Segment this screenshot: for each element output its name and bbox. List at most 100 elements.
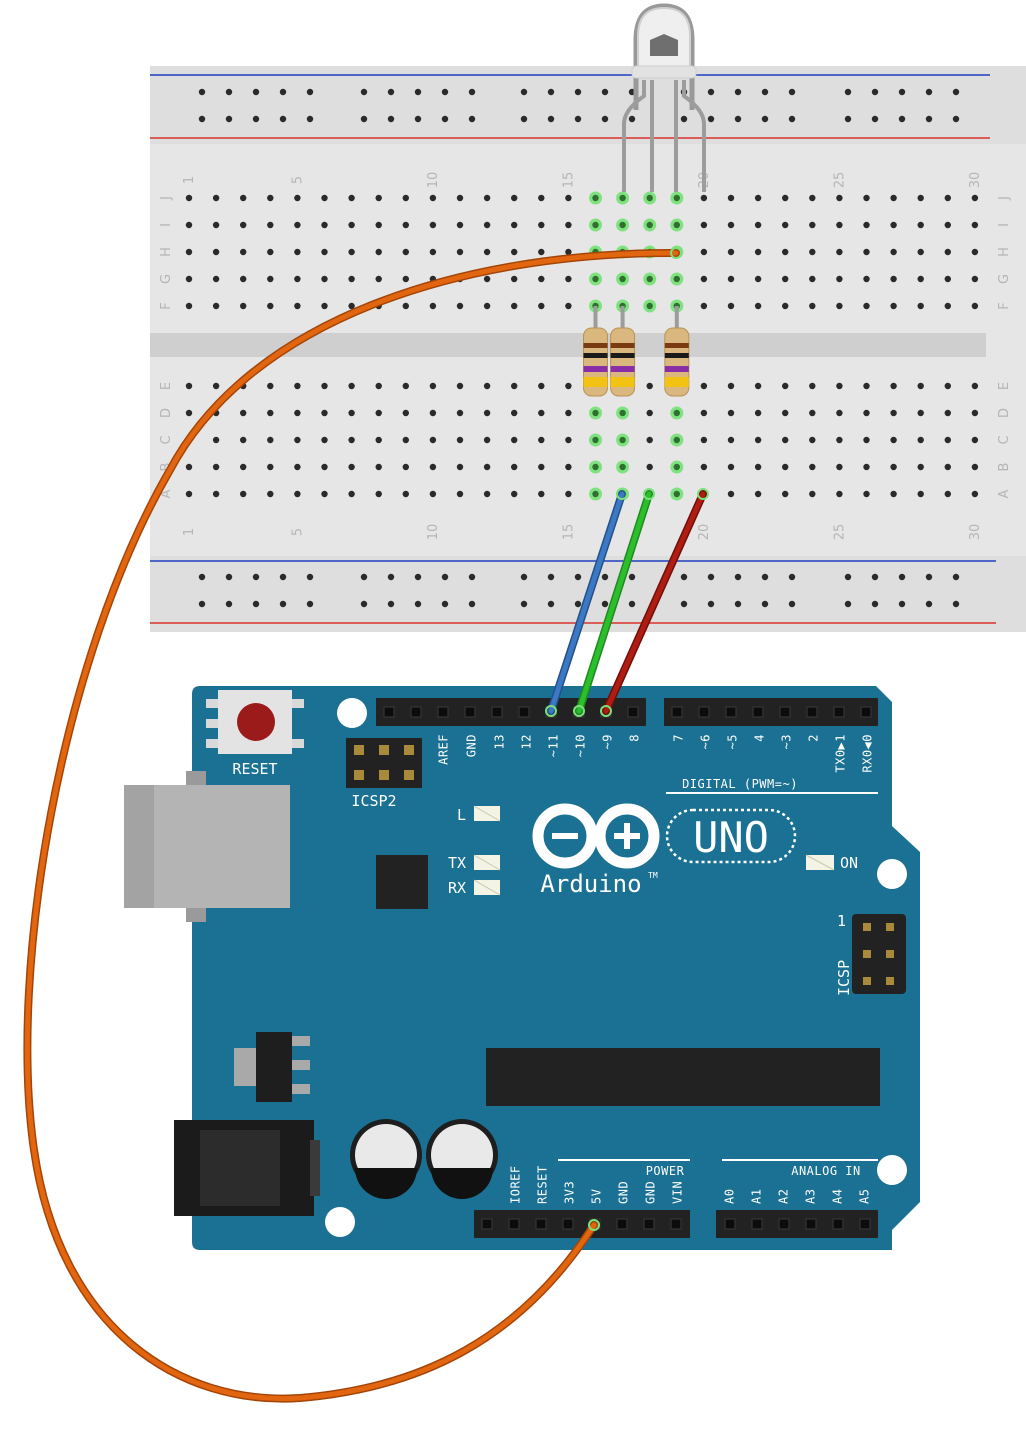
breadboard-hole: [267, 194, 274, 202]
rail-hole: [788, 115, 796, 123]
breadboard-hole: [565, 436, 572, 444]
breadboard-hole: [944, 463, 951, 471]
arduino-infinity-logo: [532, 803, 660, 869]
row-letter-left: G: [159, 274, 174, 284]
breadboard-hole: [700, 302, 708, 310]
breadboard-hole: [456, 409, 464, 417]
breadboard-hole: [890, 409, 897, 417]
power-pin-label: 3V3: [563, 1181, 577, 1204]
voltage-regulator: [234, 1032, 310, 1102]
breadboard-hole: [483, 490, 491, 498]
icsp-label: ICSP: [835, 960, 853, 996]
reset-label: RESET: [232, 760, 277, 778]
breadboard-hole: [619, 436, 626, 444]
rail-hole: [387, 600, 395, 608]
rail-hole: [198, 115, 206, 123]
breadboard-hole: [917, 221, 924, 229]
breadboard-hole: [782, 490, 789, 498]
breadboard-hole: [212, 382, 220, 390]
capacitor: [426, 1119, 498, 1199]
breadboard-hole: [592, 490, 599, 498]
wire-blue[interactable]: [547, 490, 626, 715]
digital-pin-label: ~5: [726, 734, 740, 749]
icsp2-pin: [354, 745, 364, 755]
breadboard-holes: [185, 88, 979, 608]
breadboard-hole: [863, 275, 870, 283]
capacitor: [350, 1119, 422, 1199]
rail-hole: [468, 115, 476, 123]
rail-hole: [414, 115, 422, 123]
icsp-pin: [886, 950, 894, 958]
breadboard-hole: [212, 302, 220, 310]
breadboard-hole: [429, 194, 437, 202]
header-pin: [535, 1218, 547, 1230]
rail-hole: [871, 88, 879, 96]
breadboard-hole: [538, 275, 545, 283]
usb-chip: [376, 855, 428, 909]
breadboard-hole: [646, 409, 653, 417]
breadboard-hole: [700, 221, 708, 229]
breadboard-hole: [809, 463, 816, 471]
header-pin: [464, 706, 476, 718]
icsp2-header: [346, 738, 422, 788]
led-tx: [473, 854, 501, 871]
rail-hole: [360, 115, 368, 123]
rail-hole: [360, 573, 368, 581]
rail-hole: [279, 115, 287, 123]
breadboard-hole: [890, 248, 897, 256]
rail-hole: [680, 573, 688, 581]
analog-pin-label: A4: [831, 1189, 845, 1204]
breadboard-hole: [456, 436, 464, 444]
breadboard-hole: [402, 221, 409, 229]
column-number-bottom: 20: [697, 524, 712, 541]
rail-hole: [387, 88, 395, 96]
power-pin-label: 5V: [590, 1189, 604, 1204]
breadboard-hole: [511, 221, 518, 229]
analog-pin-label: A5: [858, 1189, 872, 1204]
column-number-top: 30: [968, 172, 983, 189]
breadboard-hole: [240, 275, 247, 283]
rail-hole: [441, 573, 449, 581]
breadboard-hole: [321, 463, 328, 471]
breadboard-hole: [944, 194, 951, 202]
led-on: [805, 854, 835, 871]
rail-hole: [898, 88, 906, 96]
rail-hole: [306, 600, 314, 608]
breadboard-hole: [646, 221, 653, 229]
breadboard-hole: [538, 382, 545, 390]
icsp2-pin: [379, 770, 389, 780]
breadboard-hole: [944, 382, 951, 390]
breadboard-hole: [700, 409, 708, 417]
breadboard-hole: [809, 194, 816, 202]
rail-hole: [628, 600, 636, 608]
header-pin: [832, 1218, 844, 1230]
rail-hole: [844, 573, 852, 581]
breadboard-hole: [782, 248, 789, 256]
breadboard-hole: [267, 409, 274, 417]
breadboard-hole: [863, 382, 870, 390]
rail-hole: [952, 115, 960, 123]
breadboard-hole: [348, 275, 355, 283]
wire-green[interactable]: [575, 490, 653, 715]
wire-endpoint: [643, 488, 655, 500]
breadboard-hole: [348, 409, 355, 417]
column-number-top: 15: [561, 172, 576, 189]
led-rx: [473, 879, 501, 896]
rail-hole: [952, 600, 960, 608]
breadboard-hole: [917, 463, 924, 471]
row-letter-left: B: [159, 463, 174, 472]
breadboard-hole: [565, 463, 572, 471]
breadboard-hole: [782, 463, 789, 471]
breadboard-hole: [565, 302, 572, 310]
wire-orange[interactable]: [23, 248, 680, 1403]
wire-red[interactable]: [602, 490, 707, 715]
breadboard-hole: [321, 490, 328, 498]
breadboard-hole: [294, 463, 301, 471]
rail-hole: [734, 115, 742, 123]
rail-hole: [871, 573, 879, 581]
breadboard-hole: [375, 382, 382, 390]
icsp2-label: ICSP2: [351, 792, 396, 810]
rail-hole: [788, 573, 796, 581]
reset-button[interactable]: [206, 690, 304, 754]
